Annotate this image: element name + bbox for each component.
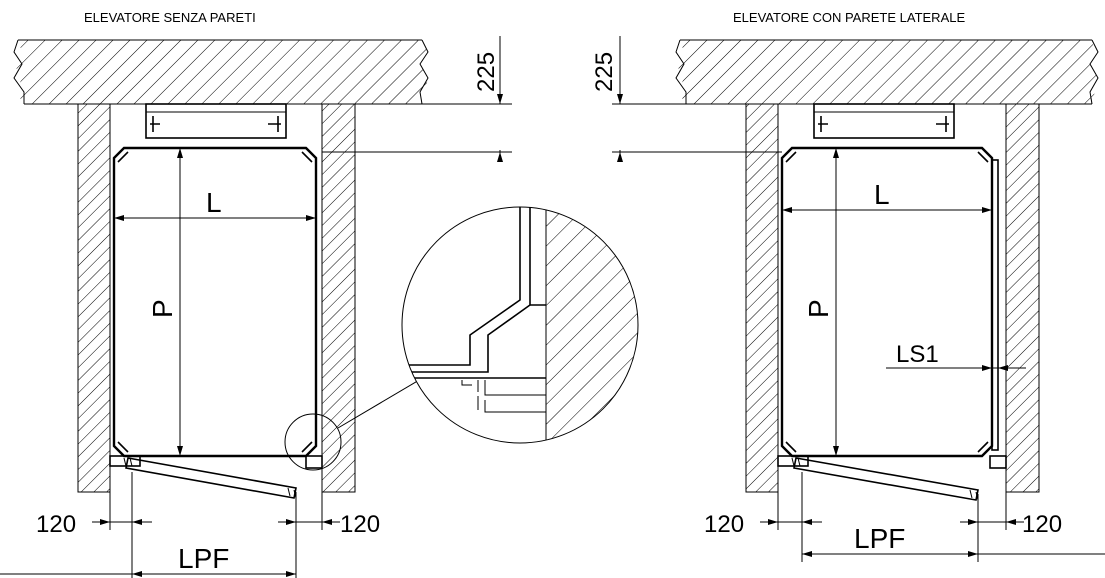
dim-P-right-text: P	[803, 299, 834, 318]
dim-LPF-right-text: LPF	[854, 523, 905, 554]
dim-P-right: P	[803, 148, 839, 456]
dim-225-right-text: 225	[591, 52, 618, 92]
title-left: ELEVATORE SENZA PARETI	[84, 10, 256, 25]
zoom-detail	[401, 206, 639, 444]
ceiling-slab-left	[13, 39, 429, 105]
dim-LPF-left: LPF	[0, 543, 296, 577]
door-panel-right	[777, 455, 1007, 501]
dim-225-left: 225	[322, 36, 512, 162]
dim-225-left-text: 225	[473, 52, 500, 92]
top-mechanism-right	[813, 103, 955, 139]
leader-line	[337, 375, 427, 429]
platform-right	[780, 146, 994, 458]
left-view: 225 L P 120 120	[0, 36, 512, 578]
dim-P-left: P	[147, 148, 183, 456]
dim-LPF-left-text: LPF	[178, 543, 229, 574]
dim-LS1: LS1	[886, 341, 1026, 371]
dim-120-right-b-text: 120	[1022, 511, 1062, 538]
wall-right-right	[1005, 103, 1040, 493]
title-right: ELEVATORE CON PARETE LATERALE	[733, 10, 965, 25]
dim-L-left: L	[114, 187, 316, 221]
dim-120-left-b: 120	[278, 472, 380, 578]
dim-120-left-a: 120	[36, 472, 152, 578]
dim-120-left-b-text: 120	[340, 511, 380, 538]
dim-225-right: 225	[591, 36, 782, 162]
dim-120-right-a: 120	[704, 472, 822, 562]
door-panel-left	[109, 455, 323, 499]
dim-L-right: L	[782, 179, 992, 213]
wall-right-left	[321, 103, 356, 493]
dim-120-right-a-text: 120	[704, 511, 744, 538]
dim-120-left-a-text: 120	[36, 511, 76, 538]
dim-LPF-right: LPF	[802, 523, 1105, 557]
detail-circle-left	[284, 413, 342, 471]
side-wall-panel	[991, 159, 999, 451]
wall-left-right	[745, 103, 779, 493]
dim-L-left-text: L	[206, 187, 222, 218]
dim-LS1-text: LS1	[896, 341, 939, 368]
wall-left-left	[77, 103, 111, 493]
dim-P-left-text: P	[147, 299, 178, 318]
top-mechanism-left	[145, 103, 287, 139]
dim-120-right-b: 120	[960, 472, 1062, 562]
dim-L-right-text: L	[874, 179, 890, 210]
ceiling-slab-right	[675, 39, 1099, 105]
right-view: 225 L P LS1 120	[591, 36, 1105, 562]
